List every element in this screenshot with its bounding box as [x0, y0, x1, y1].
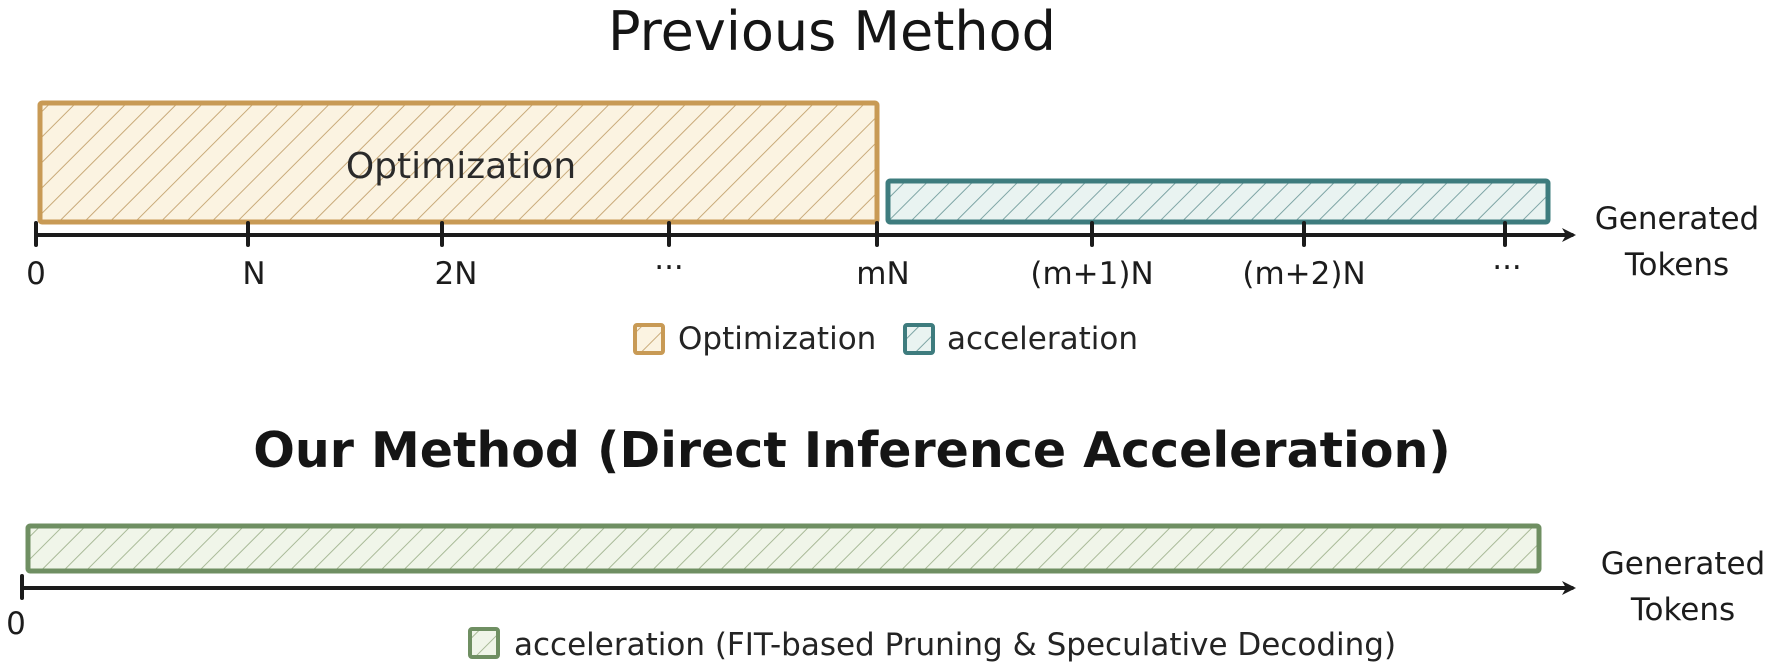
legend-swatch-acceleration — [903, 323, 935, 355]
optimization-bar — [37, 100, 880, 225]
optimization-bar-label: Optimization — [346, 146, 576, 187]
previous-legend: Optimization acceleration — [633, 321, 1138, 357]
legend-label-optimization: Optimization — [678, 321, 876, 357]
legend-swatch-optimization — [633, 323, 665, 355]
previous-axis-ticks — [34, 221, 1507, 247]
previous-axis-label: Generated Tokens — [1595, 201, 1759, 283]
tick-label-2n: 2N — [435, 256, 478, 292]
axis-label-line-2: Tokens — [1630, 592, 1735, 628]
legend-item-acceleration: acceleration — [903, 321, 1138, 357]
tick-label-m-plus-2-n: (m+2)N — [1242, 256, 1365, 292]
axis-label-line-2: Tokens — [1624, 247, 1729, 283]
tick-label-mn: mN — [856, 256, 909, 292]
axis-label-line-1: Generated — [1595, 201, 1759, 237]
our-axis-label: Generated Tokens — [1601, 546, 1765, 628]
previous-method-title: Previous Method — [608, 0, 1056, 63]
our-method-title: Our Method (Direct Inference Acceleratio… — [253, 422, 1451, 479]
legend-label-our-acceleration: acceleration (FIT-based Pruning & Specul… — [514, 627, 1396, 663]
legend-swatch-our-acceleration — [468, 627, 500, 659]
our-method-section: Our Method (Direct Inference Acceleratio… — [6, 422, 1765, 663]
acceleration-bar — [885, 178, 1551, 225]
tick-label-ellipsis-2: ··· — [1492, 250, 1522, 286]
previous-method-section: Previous Method Optimization 0 N 2N ··· … — [26, 0, 1759, 357]
our-tick-label-0: 0 — [6, 606, 26, 642]
legend-item-optimization: Optimization — [633, 321, 876, 357]
our-acceleration-bar — [25, 523, 1542, 574]
tick-label-ellipsis-1: ··· — [654, 250, 684, 286]
previous-tick-labels: 0 N 2N ··· mN (m+1)N (m+2)N ··· — [26, 250, 1522, 292]
tick-label-0: 0 — [26, 256, 46, 292]
axis-label-line-1: Generated — [1601, 546, 1765, 582]
our-legend: acceleration (FIT-based Pruning & Specul… — [468, 627, 1396, 663]
legend-label-acceleration: acceleration — [947, 321, 1138, 357]
tick-label-n: N — [242, 256, 265, 292]
tick-label-m-plus-1-n: (m+1)N — [1030, 256, 1153, 292]
